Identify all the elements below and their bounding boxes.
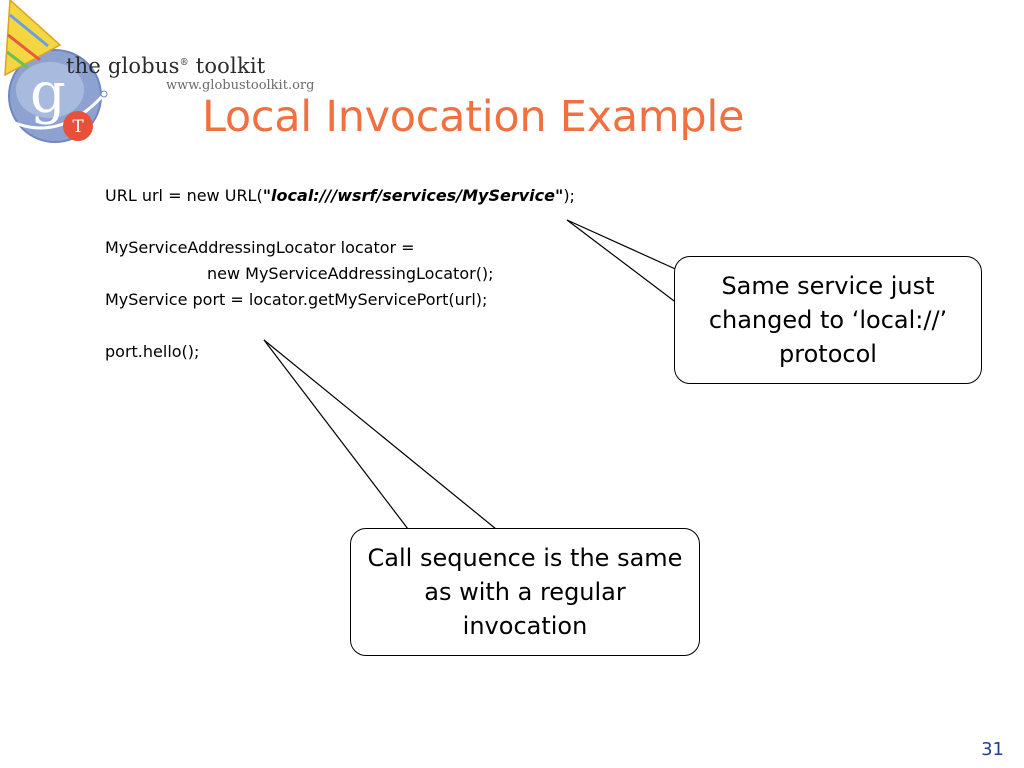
callout-2-pointer-line-b [263, 339, 497, 530]
code-line-url-literal: "local:///wsrf/services/MyService" [262, 186, 564, 205]
logo-name: the globus® toolkit [66, 54, 265, 78]
logo-name-suffix: toolkit [188, 54, 266, 78]
hat-stripe-1 [9, 13, 49, 48]
callout-sequence-note: Call sequence is the same as with a regu… [350, 528, 700, 656]
code-line-port: MyService port = locator.getMyServicePor… [105, 290, 488, 309]
callout-1-pointer-line-b [566, 219, 691, 314]
t-badge-letter: T [72, 117, 84, 137]
slide-title: Local Invocation Example [202, 92, 745, 142]
page-number: 31 [981, 739, 1004, 760]
callout-1-pointer-fill [567, 220, 700, 312]
code-line-hello: port.hello(); [105, 342, 200, 361]
globe-highlight [16, 62, 84, 118]
callout-1-pointer-line-a [566, 219, 683, 273]
code-line-url-prefix: URL url = new URL( [105, 186, 263, 205]
logo-url: www.globustoolkit.org [166, 78, 315, 93]
orbit-arc [7, 91, 108, 130]
t-badge [63, 111, 93, 141]
logo-g-glyph: g [30, 61, 66, 126]
code-line-url: URL url = new URL("local:///wsrf/service… [105, 186, 575, 205]
code-line-locator-decl: MyServiceAddressingLocator locator = [105, 238, 415, 257]
hat-stripe-2 [7, 33, 41, 62]
hat-stripe-3 [6, 50, 29, 70]
callout-protocol-note: Same service just changed to ‘local://’ … [674, 256, 982, 384]
logo-name-text: the globus [66, 54, 180, 78]
party-hat [4, 0, 62, 77]
globus-toolkit-logo: g T the globus® toolkit www.globustoolki… [0, 0, 340, 150]
orbit-dot [100, 90, 108, 98]
globus-logo-graphic: g T [4, 0, 108, 143]
code-line-locator-new: new MyServiceAddressingLocator(); [207, 264, 494, 283]
callout-2-pointer-line-a [263, 339, 409, 530]
registered-mark: ® [179, 58, 189, 68]
code-line-url-suffix: ); [563, 186, 575, 205]
